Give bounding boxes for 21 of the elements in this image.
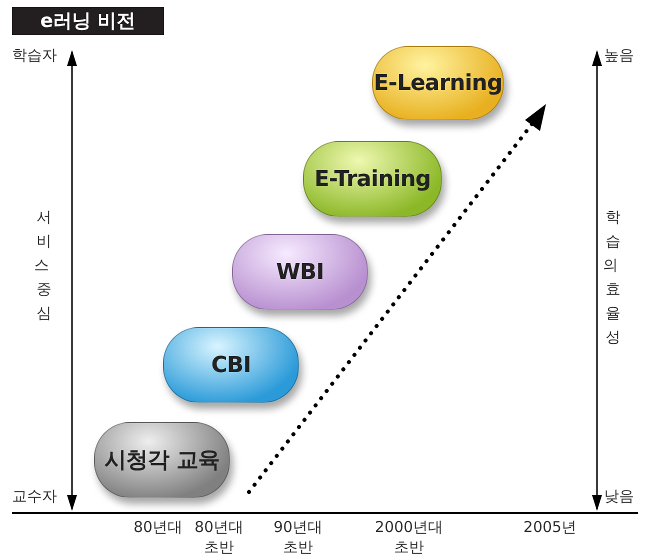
axis-title: 서비스 중심	[34, 207, 52, 324]
stage-label: CBI	[211, 352, 251, 378]
stage-label: WBI	[276, 260, 324, 284]
stage-label: E-Training	[314, 166, 431, 192]
axis-label: 높음	[604, 46, 634, 65]
title-banner: e러닝 비전	[12, 7, 164, 35]
tick-label: 80년대 초반	[193, 517, 245, 557]
stage-pill	[303, 141, 442, 217]
axis-label: 낮음	[604, 487, 634, 506]
axis-title: 학습의 효율성	[603, 207, 622, 348]
tick-label: 2000년대 초반	[374, 517, 444, 557]
stage-label: 시청각 교육	[104, 447, 220, 475]
stage-pill	[232, 234, 368, 310]
axis-label: 교수자	[12, 487, 57, 506]
stage-pill	[163, 327, 299, 403]
tick-label: 90년대 초반	[272, 517, 324, 557]
stage-label: E-Learning	[374, 70, 502, 96]
axis-label: 학습자	[12, 46, 57, 65]
stage-pill	[94, 422, 230, 498]
tick-label: 2005년	[522, 517, 578, 537]
stage-pill	[372, 46, 504, 120]
